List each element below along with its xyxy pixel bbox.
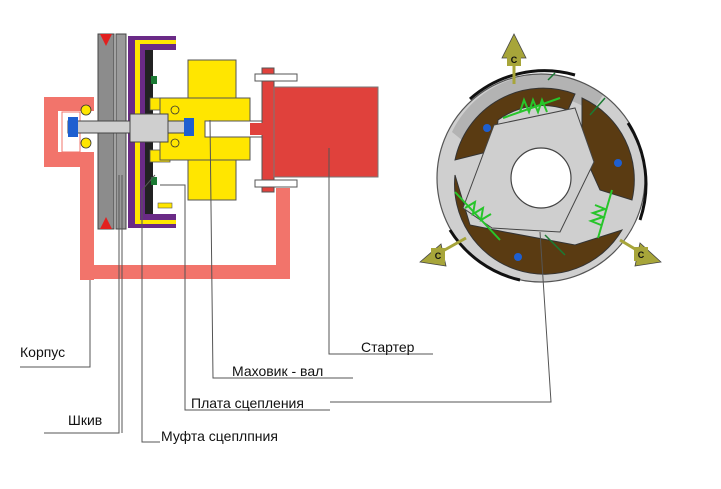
label-mufta: Муфта сцеплпния — [161, 428, 278, 444]
cross-section-assembly — [44, 33, 379, 280]
leader-lines — [20, 119, 552, 443]
starter — [273, 86, 379, 178]
clutch-shoe — [454, 174, 624, 275]
label-korpus: Корпус — [20, 344, 65, 360]
arrow-letter: С — [435, 251, 442, 261]
bolt-icon — [614, 159, 622, 167]
bolt-icon — [483, 124, 491, 132]
label-starter: Стартер — [361, 339, 415, 355]
label-makhovik: Маховик - вал — [232, 363, 323, 379]
bottom-marker-icon — [100, 217, 112, 229]
force-arrow-left: С — [419, 236, 467, 267]
force-arrow-right: С — [619, 238, 662, 267]
springs — [454, 97, 613, 241]
clutch-shoe — [581, 97, 635, 201]
label-plata: Плата сцепления — [191, 395, 304, 411]
bearing-icon — [170, 105, 180, 115]
bearing-icon — [80, 104, 92, 116]
center-hole — [510, 147, 572, 209]
shaft — [67, 104, 194, 149]
bearing-icon — [80, 137, 92, 149]
top-marker-icon — [100, 34, 112, 46]
right-nut-icon — [184, 118, 194, 136]
clutch-shoe — [454, 87, 576, 161]
bolt-icon — [514, 253, 522, 261]
label-shkiv: Шкив — [68, 412, 102, 428]
left-nut-icon — [68, 117, 78, 137]
starter-coupling — [250, 67, 298, 193]
force-arrow-top: С — [501, 33, 527, 84]
bearing-icon — [170, 138, 180, 148]
arrow-letter: С — [511, 55, 518, 65]
arrow-letter: С — [638, 250, 645, 260]
clutch-disc-front-view: С С С — [419, 33, 662, 283]
